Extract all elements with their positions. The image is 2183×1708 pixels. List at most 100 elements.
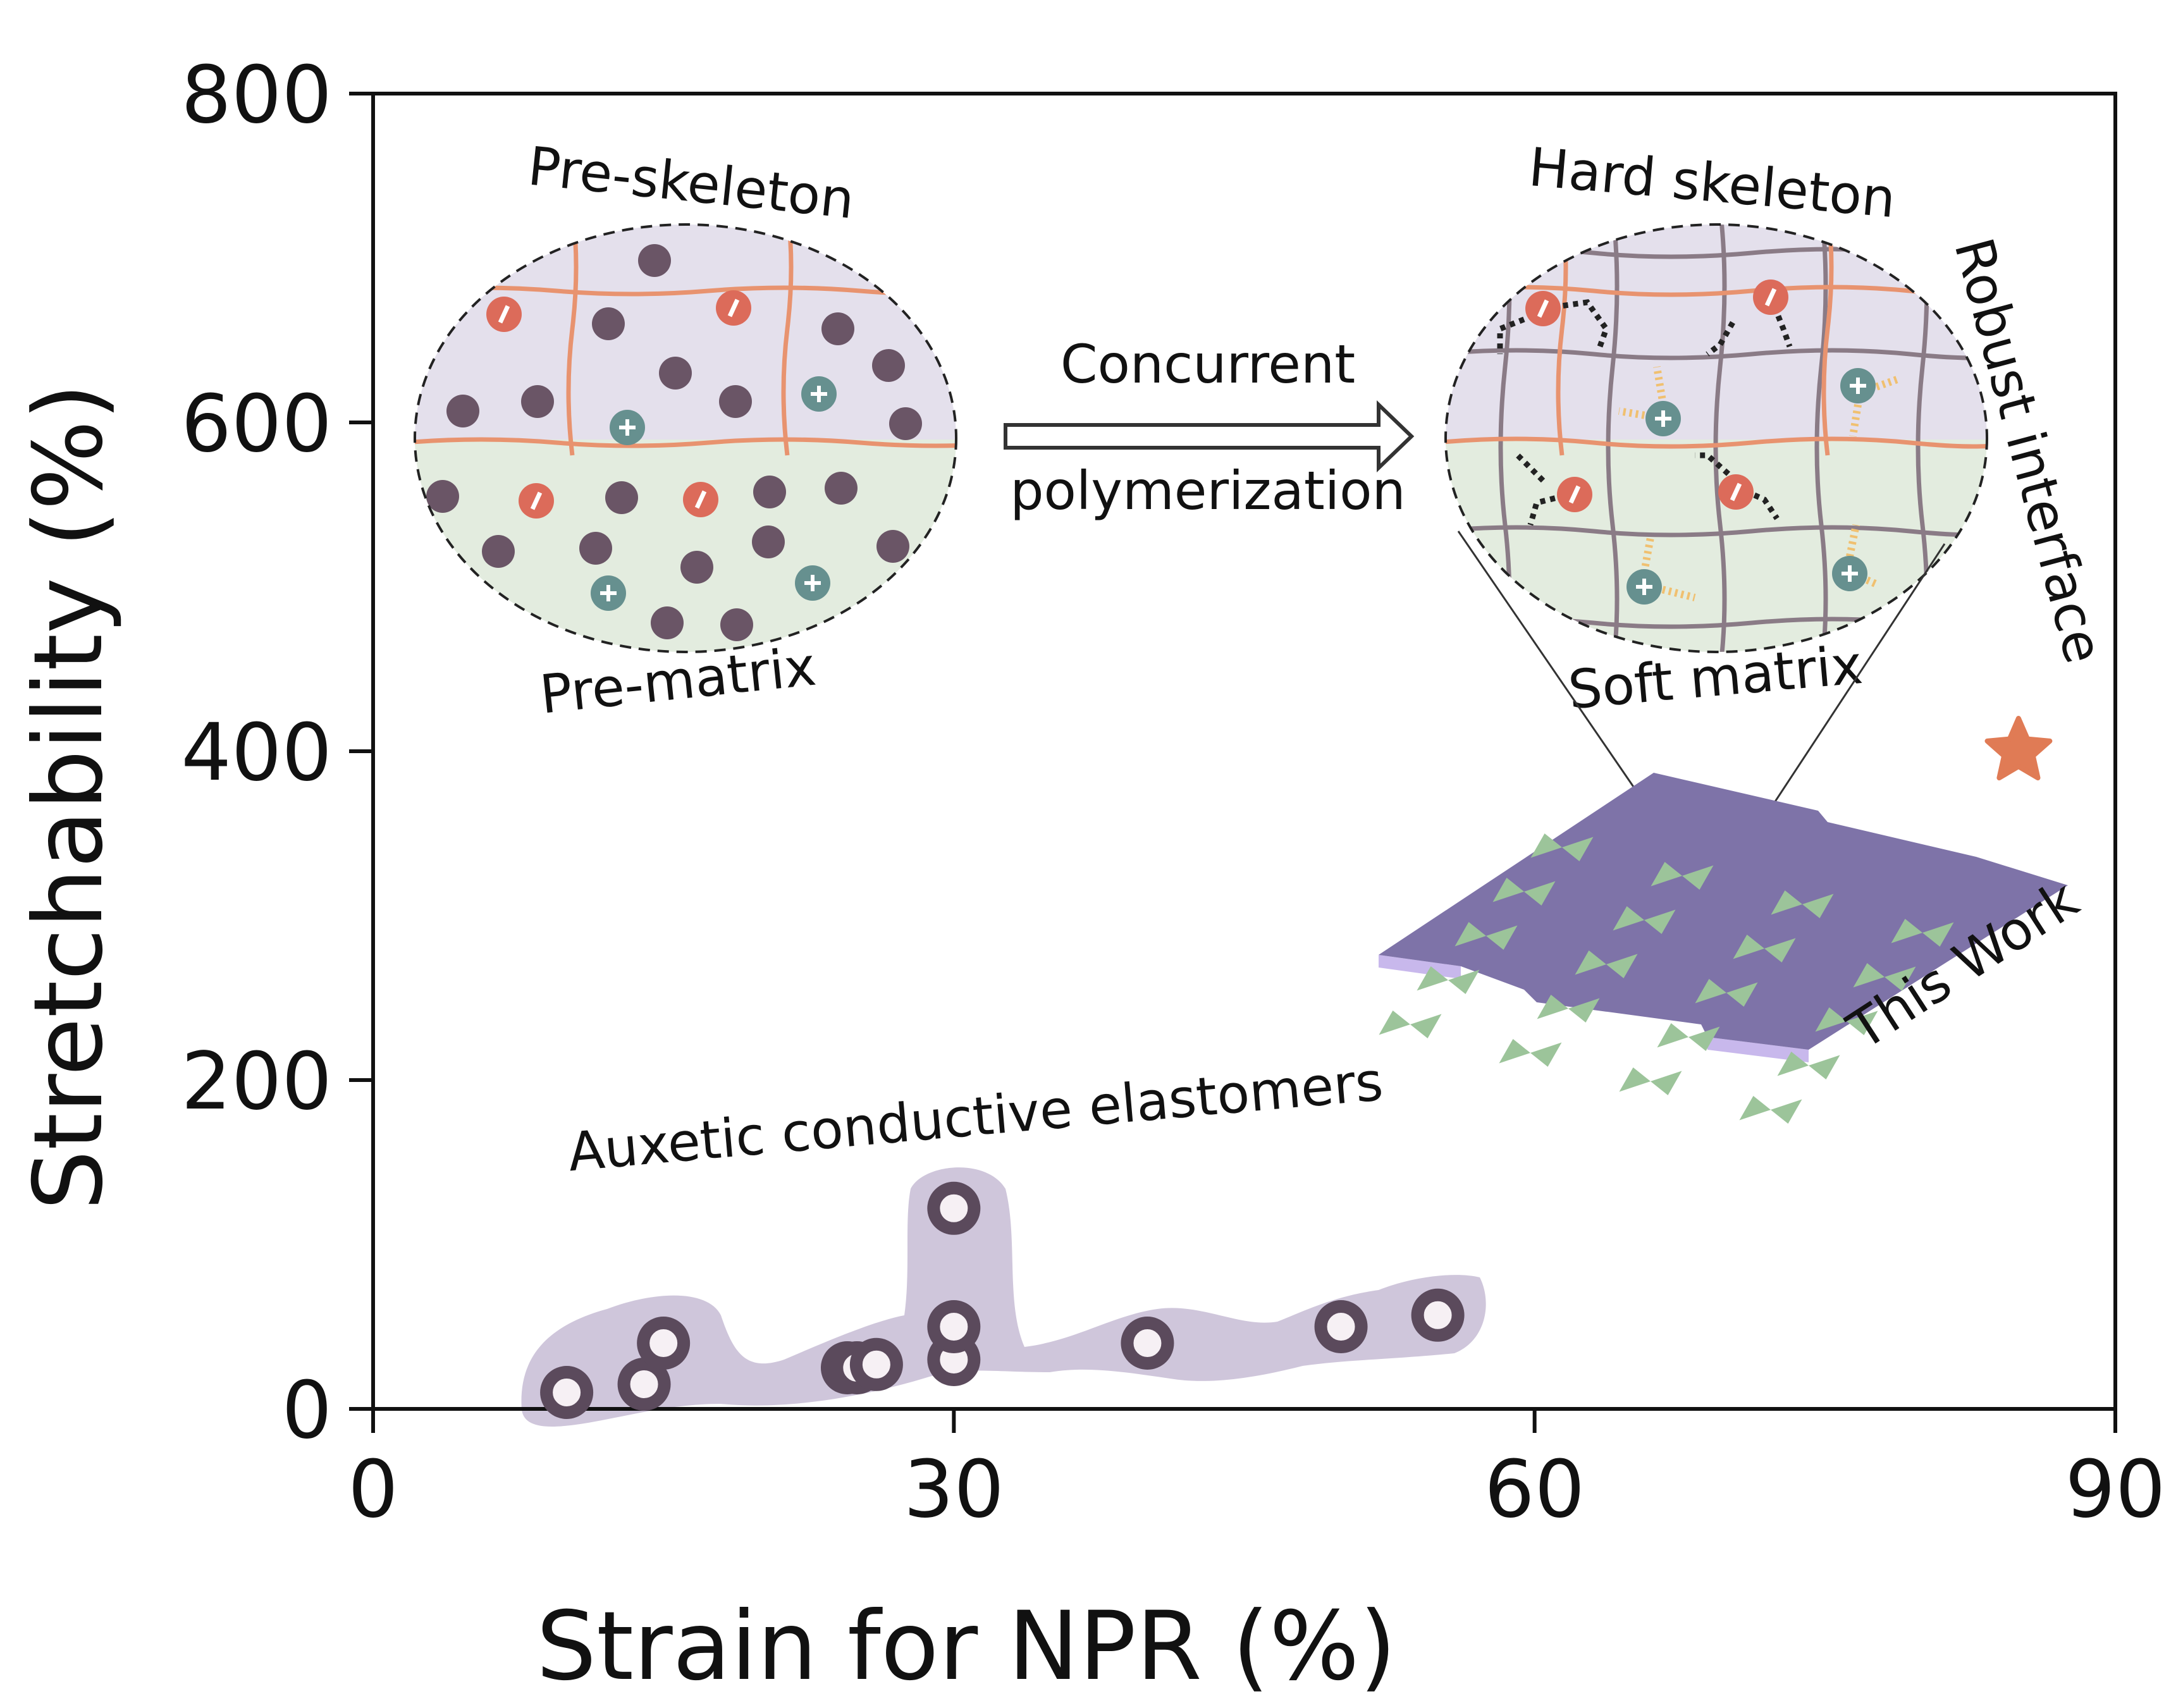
neutral-particle [659, 357, 692, 390]
film-cell [1568, 998, 1600, 1023]
upper-phase [415, 224, 956, 439]
skeleton-strand [415, 437, 956, 448]
right-inset-outline [1444, 223, 1988, 653]
skeleton-strand [566, 224, 579, 456]
film-edge [1379, 955, 1809, 1062]
film-cell [1682, 865, 1714, 890]
x-tick-label: 0 [348, 1444, 398, 1535]
data-series-this-work [1984, 716, 2053, 781]
film-cell [1486, 925, 1518, 950]
data-point [637, 1317, 691, 1370]
x-tick-label: 90 [2065, 1444, 2165, 1535]
neutral-particle [482, 535, 515, 568]
film-cell [1651, 1071, 1682, 1095]
neutral-particle [876, 530, 909, 563]
film-cell [1530, 833, 1562, 858]
pre-matrix-label: Pre-matrix [537, 636, 819, 726]
film-cell [1777, 1052, 1809, 1076]
auxetic-region [521, 1167, 1486, 1427]
film-cell [1726, 982, 1758, 1007]
ionic-bond-light [1846, 524, 1860, 558]
film-cell [1809, 1055, 1840, 1079]
film-cell [1613, 906, 1644, 931]
hard-grid-strand [1446, 348, 1987, 360]
auxetic-region-label: Auxetic conductive elastomers [565, 1050, 1386, 1183]
neutral-particle [889, 407, 922, 440]
neutral-particle [680, 551, 713, 584]
film-cell [1688, 1026, 1720, 1051]
film-cell [1530, 1042, 1562, 1067]
film-cell [1802, 894, 1834, 918]
film-cell [1733, 935, 1764, 959]
film-cell [1417, 966, 1448, 991]
arrow-label-line2: polymerization [1010, 460, 1406, 522]
polymerization-arrow: Concurrent polymerization [1004, 333, 1415, 522]
x-axis-label: Strain for NPR (%) [536, 1592, 1396, 1702]
minus-mark [498, 305, 510, 324]
data-point [1411, 1288, 1465, 1342]
neutral-particle [426, 480, 459, 513]
minus-mark [1730, 482, 1742, 501]
left-inset-outline [414, 223, 957, 653]
y-axis: 0 200 400 600 800 [181, 49, 373, 1456]
film-cell [1764, 938, 1796, 962]
minus-mark [530, 491, 543, 510]
pre-polymer-inset: Pre-skeleton Pre-matrix [414, 135, 957, 726]
ionic-bond-light [1848, 568, 1880, 589]
film-cell [1575, 950, 1606, 975]
hard-grid-strand [1446, 525, 1987, 538]
film-cell [1771, 890, 1802, 915]
neutral-particle [592, 307, 625, 340]
ionic-bond-dark [1542, 299, 1610, 348]
y-tick-label: 200 [181, 1036, 332, 1127]
minus-mark [694, 490, 707, 509]
y-axis-label: Stretchability (%) [14, 383, 124, 1210]
minus-mark [727, 298, 740, 317]
neutral-particle [651, 606, 684, 639]
neutral-particle [446, 395, 479, 427]
minus-mark [1537, 299, 1549, 318]
neutral-particle [872, 349, 905, 382]
arrow-shape [1004, 400, 1415, 473]
y-tick-label: 800 [181, 49, 332, 141]
data-point [927, 1300, 981, 1353]
film-sheet [1379, 773, 2068, 1050]
y-tick-label: 0 [281, 1365, 332, 1456]
film-cell [1771, 1099, 1802, 1124]
film-cell [1410, 1014, 1442, 1038]
film-cell [1448, 969, 1480, 994]
film-cell [1847, 1011, 1878, 1035]
minus-mark [1764, 288, 1777, 307]
ionic-bond-dark [1497, 316, 1525, 354]
arrow-label-line1: Concurrent [1061, 333, 1355, 395]
neutral-particle [821, 312, 854, 345]
neutral-particle [579, 532, 612, 565]
minus-mark [1568, 485, 1581, 504]
film-cell [1619, 1067, 1651, 1092]
film-cell [1492, 878, 1524, 902]
neutral-particle [753, 476, 786, 508]
ionic-bond-light [1653, 366, 1667, 405]
film-cell [1606, 954, 1638, 978]
soft-matrix-label: Soft matrix [1566, 634, 1865, 721]
data-point [1121, 1317, 1174, 1370]
pre-skeleton-label: Pre-skeleton [526, 135, 858, 231]
film-cell [1651, 862, 1682, 887]
auxetic-film-illustration: This Work [1379, 773, 2089, 1124]
neutral-particle [825, 472, 858, 505]
film-cell [1562, 837, 1594, 861]
film-cell [1524, 881, 1556, 906]
neutral-particle [605, 481, 638, 514]
neutral-particle [521, 385, 554, 418]
y-tick-label: 600 [181, 378, 332, 470]
data-point [1314, 1300, 1368, 1353]
film-cell [1499, 1039, 1530, 1064]
star-point [1984, 716, 2053, 781]
film-cell [1657, 1023, 1688, 1048]
film-cell [1885, 966, 1916, 991]
data-point [927, 1181, 981, 1235]
y-tick-label: 400 [181, 707, 332, 799]
data-series-auxetic [540, 1181, 1465, 1419]
